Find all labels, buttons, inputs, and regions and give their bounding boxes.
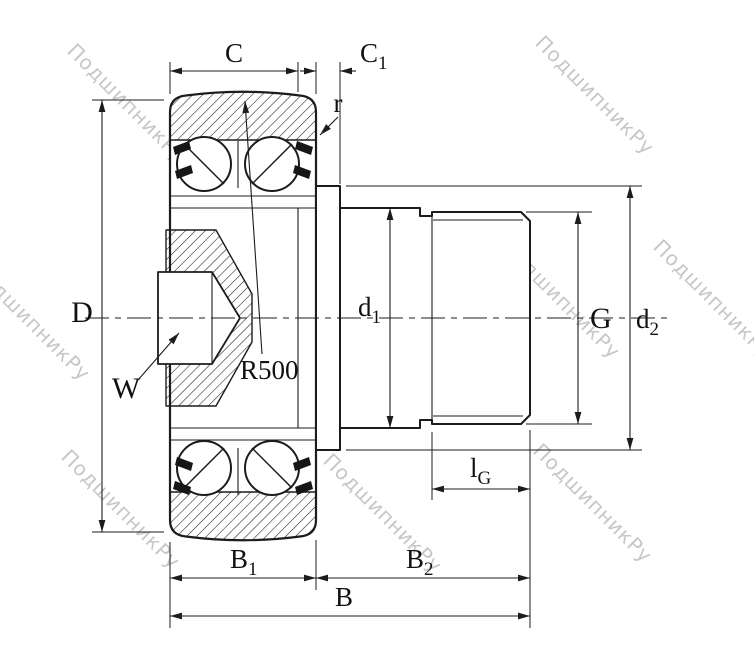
- dimension-G: G: [526, 211, 612, 425]
- cage-line: [251, 447, 293, 489]
- leader-line-W: [137, 332, 180, 381]
- leader-line-R500: [242, 100, 263, 355]
- dimension-B: B: [170, 582, 530, 620]
- seal-block: [293, 165, 311, 179]
- seal-block: [175, 165, 193, 179]
- dimension-D: D: [71, 99, 164, 533]
- dimension-B2: B2: [316, 544, 530, 582]
- dim-label-r: r: [334, 88, 343, 118]
- dimension-d2: d2: [346, 185, 659, 451]
- dim-label-D: D: [71, 296, 93, 329]
- outer-ring-section-top: [169, 91, 317, 141]
- dimension-r: r: [319, 88, 343, 136]
- cage-line: [251, 143, 293, 185]
- dim-label-C1: C1: [360, 38, 388, 74]
- cage-line: [183, 143, 225, 185]
- leader-line-r: [319, 116, 339, 136]
- dimension-B1: B1: [170, 544, 316, 582]
- seal-block: [175, 457, 193, 471]
- dim-label-C: C: [225, 38, 243, 68]
- dimension-W: W: [112, 332, 180, 405]
- dim-label-W: W: [112, 372, 141, 405]
- dim-label-B2: B2: [406, 544, 434, 580]
- cage-line: [183, 447, 225, 489]
- dim-label-R500: R500: [240, 355, 299, 385]
- seal-block: [293, 457, 311, 471]
- watermark-text: ПодшипникРу: [530, 31, 659, 160]
- seal-block: [295, 141, 313, 155]
- seals: [173, 141, 313, 495]
- dimension-R500: R500: [240, 100, 299, 385]
- dimensions: C C1 r D W R500: [71, 38, 659, 628]
- watermark-text: ПодшипникРу: [648, 235, 754, 364]
- dim-label-B1: B1: [230, 544, 258, 580]
- seal-block: [173, 141, 191, 155]
- dim-label-d1: d1: [358, 292, 381, 328]
- outer-ring-section-bottom: [169, 491, 317, 541]
- dim-label-d2: d2: [636, 304, 659, 340]
- watermark-text: ПодшипникРу: [56, 445, 185, 574]
- dimension-lG: lG: [431, 432, 530, 500]
- seal-block: [295, 481, 313, 495]
- dimension-C1: C1: [300, 38, 388, 184]
- dimension-C: C: [169, 38, 299, 94]
- rolling-elements: [176, 136, 300, 496]
- dimension-d1: d1: [358, 208, 394, 428]
- seal-block: [173, 481, 191, 495]
- dim-label-G: G: [590, 302, 612, 335]
- watermark-text: ПодшипникРу: [528, 439, 657, 568]
- dim-label-lG: lG: [470, 453, 492, 489]
- dim-label-B: B: [335, 582, 353, 612]
